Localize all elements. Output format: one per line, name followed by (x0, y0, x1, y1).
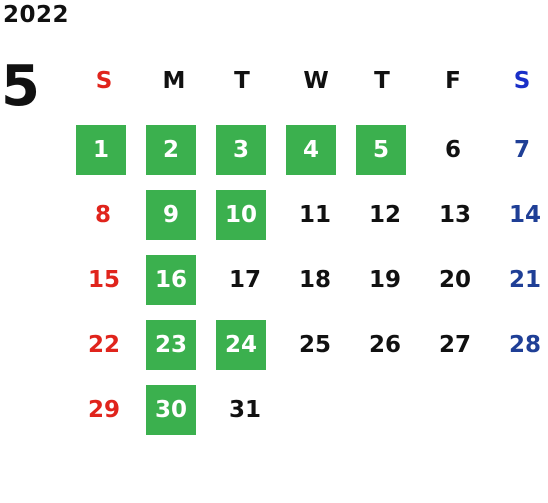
day-cell[interactable]: 27 (438, 332, 471, 358)
day-cell[interactable]: 24 (216, 320, 266, 370)
day-cell[interactable]: 13 (438, 202, 471, 228)
weekday-sun: S (95, 68, 113, 94)
day-cell[interactable]: 8 (94, 202, 111, 228)
day-cell[interactable]: 5 (356, 125, 406, 175)
day-cell[interactable]: 3 (216, 125, 266, 175)
day-cell[interactable]: 4 (286, 125, 336, 175)
day-cell[interactable]: 18 (298, 267, 331, 293)
weekday-mon: M (162, 68, 186, 94)
day-cell[interactable]: 21 (508, 267, 541, 293)
day-cell[interactable]: 6 (444, 137, 461, 163)
weekday-tue: T (234, 68, 250, 94)
weekday-fri: F (445, 68, 461, 94)
day-cell[interactable]: 20 (438, 267, 471, 293)
day-cell[interactable]: 2 (146, 125, 196, 175)
day-cell[interactable]: 9 (146, 190, 196, 240)
day-cell[interactable]: 23 (146, 320, 196, 370)
day-cell[interactable]: 28 (508, 332, 541, 358)
day-cell[interactable]: 25 (298, 332, 331, 358)
weekday-sat: S (513, 68, 531, 94)
day-cell[interactable]: 1 (76, 125, 126, 175)
day-cell[interactable]: 26 (368, 332, 401, 358)
day-cell[interactable]: 17 (228, 267, 261, 293)
day-cell[interactable]: 7 (513, 137, 530, 163)
day-cell[interactable]: 22 (87, 332, 120, 358)
day-cell[interactable]: 16 (146, 255, 196, 305)
day-cell[interactable]: 30 (146, 385, 196, 435)
day-cell[interactable]: 11 (298, 202, 331, 228)
day-cell[interactable]: 15 (87, 267, 120, 293)
day-cell[interactable]: 29 (87, 397, 120, 423)
year-label: 2022 (3, 2, 70, 28)
day-cell[interactable]: 10 (216, 190, 266, 240)
day-cell[interactable]: 14 (508, 202, 541, 228)
day-cell[interactable]: 31 (228, 397, 261, 423)
weekday-wed: W (303, 68, 329, 94)
day-cell[interactable]: 12 (368, 202, 401, 228)
month-label: 5 (1, 54, 40, 119)
weekday-thu: T (374, 68, 390, 94)
day-cell[interactable]: 19 (368, 267, 401, 293)
